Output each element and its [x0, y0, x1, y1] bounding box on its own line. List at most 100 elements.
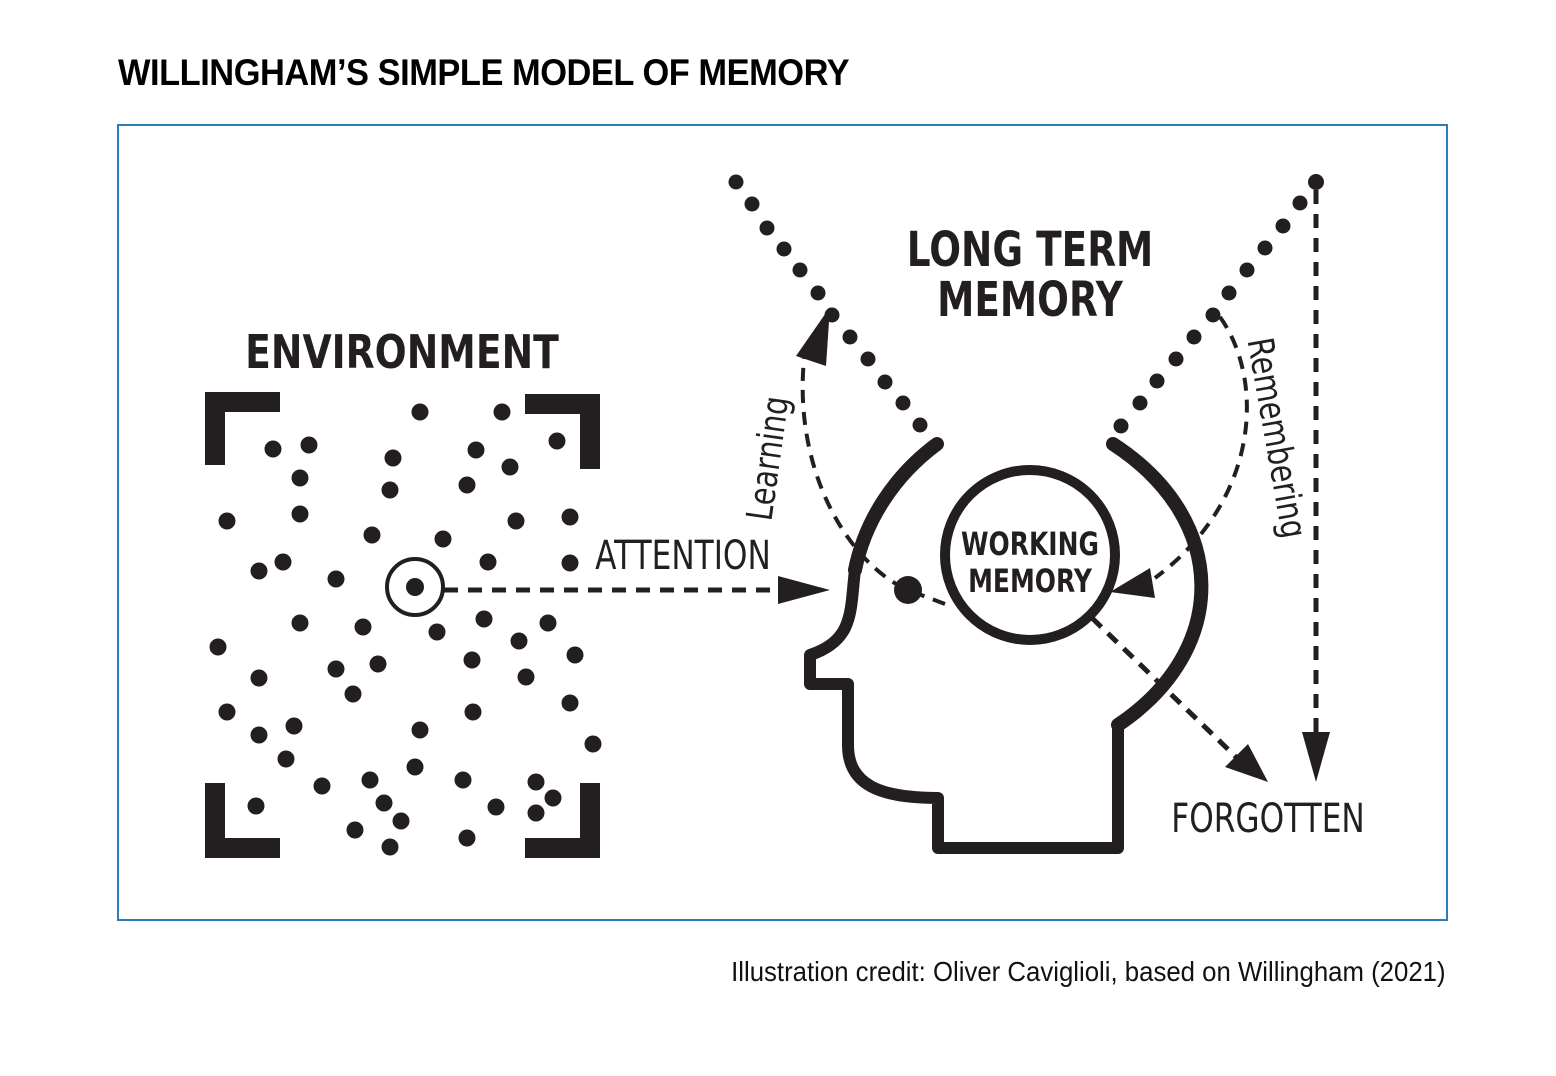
stimulus-dot	[428, 623, 446, 641]
boundary-dot	[912, 417, 928, 433]
boundary-dot	[1221, 285, 1237, 301]
stimulus-dot	[411, 403, 429, 421]
stimulus-dot	[458, 476, 476, 494]
bracket-bottom-right	[525, 783, 600, 858]
stimulus-dot	[363, 526, 381, 544]
stimulus-dot	[411, 721, 429, 739]
bracket-top-right	[525, 394, 600, 469]
stimulus-dot	[250, 562, 268, 580]
stimulus-dot	[454, 771, 472, 789]
stimulus-dot	[501, 458, 519, 476]
illustration-credit: Illustration credit: Oliver Caviglioli, …	[731, 956, 1446, 987]
boundary-dot	[1292, 195, 1308, 211]
stimulus-dot	[517, 668, 535, 686]
boundary-dot	[810, 285, 826, 301]
stimulus-dot	[291, 505, 309, 523]
boundary-dot	[1205, 307, 1221, 323]
stimulus-dot	[300, 436, 318, 454]
stimulus-dot	[218, 512, 236, 530]
stimulus-dot	[510, 632, 528, 650]
stimulus-dot	[327, 660, 345, 678]
stimulus-dot	[375, 794, 393, 812]
attention-arrowhead	[778, 576, 830, 604]
boundary-dot	[1168, 351, 1184, 367]
boundary-dot	[877, 374, 893, 390]
stimulus-dot	[327, 570, 345, 588]
stimulus-dot	[561, 694, 579, 712]
stimulus-dot	[544, 789, 562, 807]
bracket-bottom-left	[205, 783, 280, 858]
stimulus-dot	[247, 797, 265, 815]
stimulus-dot	[361, 771, 379, 789]
boundary-dot	[759, 220, 775, 236]
environment-frame-brackets	[205, 392, 600, 858]
head-silhouette	[804, 437, 1209, 854]
forgetting-arrow-from-working-memory	[1090, 616, 1238, 759]
stimulus-dot	[487, 798, 505, 816]
boundary-dot	[1257, 240, 1273, 256]
stimulus-dot	[250, 669, 268, 687]
stimulus-dot	[291, 469, 309, 487]
stimulus-dot	[561, 508, 579, 526]
stimulus-dot	[209, 638, 227, 656]
stimulus-dot	[584, 735, 602, 753]
stimulus-dot	[369, 655, 387, 673]
boundary-dot	[1149, 373, 1165, 389]
stimulus-dot	[344, 685, 362, 703]
head-face-profile	[804, 564, 1124, 854]
long-term-memory-label-line1: LONG TERM	[907, 223, 1154, 279]
stimulus-dot	[434, 530, 452, 548]
remembering-arrowhead	[1110, 568, 1155, 598]
stimulus-dot	[566, 646, 584, 664]
stimulus-dot	[381, 838, 399, 856]
environment-stimuli-dots	[209, 403, 602, 856]
stimulus-dot	[561, 554, 579, 572]
stimulus-dot	[475, 610, 493, 628]
stimulus-dot	[384, 449, 402, 467]
stimulus-dot	[381, 481, 399, 499]
stimulus-dot	[527, 773, 545, 791]
attended-stimulus	[385, 557, 445, 617]
boundary-dot	[860, 351, 876, 367]
head-right-arc	[1106, 437, 1209, 732]
bracket-top-left	[205, 392, 280, 465]
stimulus-dot	[467, 441, 485, 459]
boundary-dot	[1113, 418, 1129, 434]
stimulus-dot	[250, 726, 268, 744]
working-memory-label-line1: WORKING	[961, 525, 1099, 563]
stimulus-dot	[313, 777, 331, 795]
page-title: WILLINGHAM’S SIMPLE MODEL OF MEMORY	[118, 52, 850, 93]
stimulus-dot	[493, 403, 511, 421]
learning-label: Learning	[738, 394, 797, 524]
forgotten-label: FORGOTTEN	[1171, 796, 1364, 842]
stimulus-dot	[406, 758, 424, 776]
learning-arrow	[800, 349, 946, 606]
boundary-dot	[1275, 218, 1291, 234]
stimulus-dot	[277, 750, 295, 768]
attention-label: ATTENTION	[595, 533, 771, 579]
remembering-label: Remembering	[1239, 335, 1315, 542]
boundary-dot	[842, 329, 858, 345]
stimulus-dot	[218, 703, 236, 721]
stimulus-dot	[539, 614, 557, 632]
long-term-memory-dotted-boundary	[728, 174, 1308, 434]
ltm-apex-dot	[1308, 174, 1324, 190]
stimulus-dot	[464, 703, 482, 721]
stimulus-dot	[479, 553, 497, 571]
environment-label: ENVIRONMENT	[245, 325, 559, 379]
learning-origin-dot	[894, 576, 922, 604]
remembering-arrow	[1153, 315, 1249, 580]
boundary-dot	[1186, 329, 1202, 345]
boundary-dot	[792, 262, 808, 278]
forgetting-arrowhead-2	[1302, 732, 1330, 782]
stimulus-dot	[285, 717, 303, 735]
boundary-dot	[1239, 262, 1255, 278]
stimulus-dot	[392, 812, 410, 830]
long-term-memory-label-line2: MEMORY	[937, 273, 1123, 329]
learning-arrowhead	[796, 307, 830, 366]
diagram-frame	[117, 124, 1448, 921]
boundary-dot	[776, 241, 792, 257]
working-memory-label-line2: MEMORY	[968, 562, 1093, 600]
stimulus-dot	[548, 432, 566, 450]
